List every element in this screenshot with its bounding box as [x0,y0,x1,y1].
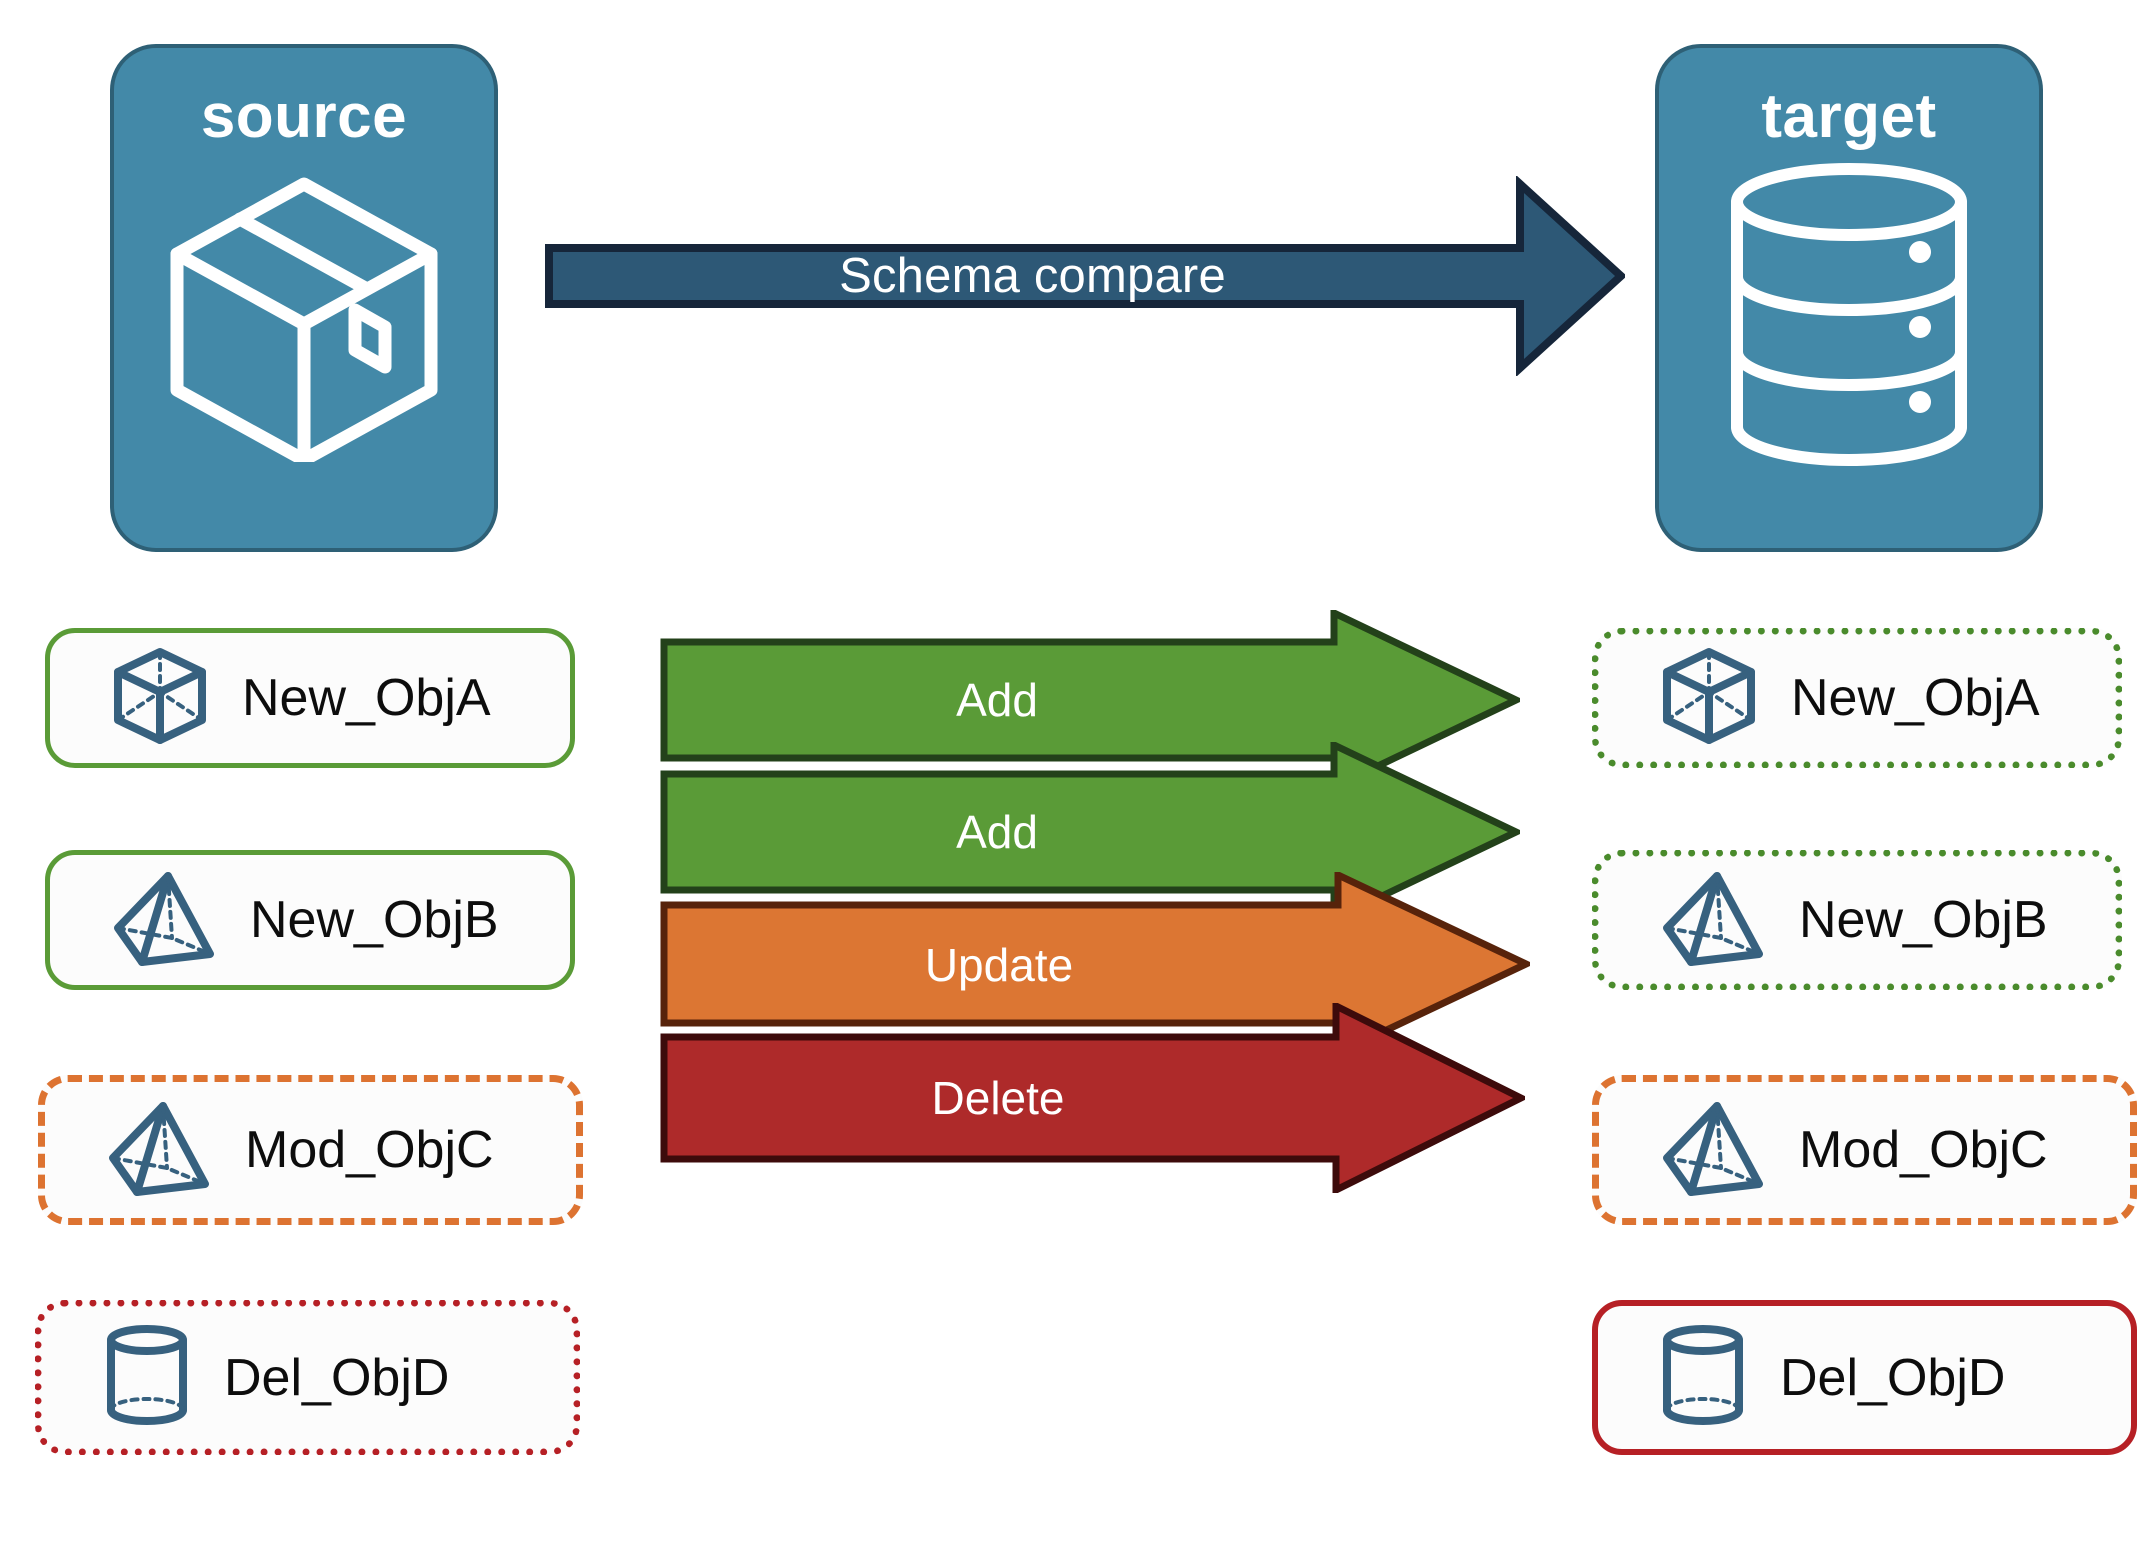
schema-compare-arrow[interactable]: Schema compare [545,174,1627,378]
action-arrow-update-c[interactable]: Update [660,869,1535,1059]
action-arrow-label-update-c: Update [924,938,1074,991]
source-object-label: Mod_ObjC [245,1121,494,1179]
action-arrow-add-b[interactable]: Add [660,739,1525,925]
target-object-card-mod-objc[interactable]: Mod_ObjC [1592,1075,2137,1225]
target-object-label: New_ObjB [1799,891,2048,949]
endpoint-card-source[interactable]: source [110,44,498,552]
action-arrow-add-a[interactable]: Add [660,607,1525,793]
action-arrow-label-delete-d: Delete [931,1072,1065,1124]
target-object-card-new-objb[interactable]: New_ObjB [1592,850,2122,990]
database-cylinder-icon [1724,162,1974,472]
source-title: source [200,82,408,151]
source-object-card-new-objb[interactable]: New_ObjB [45,850,575,990]
wireframe-pyramid-icon [107,1098,211,1203]
source-object-card-new-obja[interactable]: New_ObjA [45,628,575,768]
source-object-card-del-objd[interactable]: Del_ObjD [35,1300,580,1455]
action-arrow-delete-d[interactable]: Delete [660,1000,1529,1196]
endpoint-card-target[interactable]: target [1655,44,2043,552]
target-title: target [1761,82,1937,151]
wireframe-pyramid-icon [112,868,216,973]
package-box-icon [159,162,449,467]
wireframe-cube-icon [1661,646,1757,751]
action-arrow-label-add-a: Add [956,674,1038,726]
wireframe-pyramid-icon [1661,1098,1765,1203]
action-arrow-label-add-b: Add [956,806,1038,858]
wireframe-pyramid-icon [1661,868,1765,973]
source-object-label: New_ObjA [242,669,491,727]
wireframe-cube-icon [112,646,208,751]
schema-compare-arrow-label: Schema compare [839,249,1226,303]
source-object-label: Del_ObjD [224,1348,450,1407]
wireframe-cylinder-icon [104,1325,190,1430]
source-object-card-mod-objc[interactable]: Mod_ObjC [38,1075,583,1225]
source-object-label: New_ObjB [250,891,499,949]
target-object-label: New_ObjA [1791,669,2040,727]
wireframe-cylinder-icon [1660,1325,1746,1430]
target-object-label: Mod_ObjC [1799,1121,2048,1179]
target-object-label: Del_ObjD [1780,1348,2006,1407]
target-object-card-del-objd[interactable]: Del_ObjD [1592,1300,2137,1455]
target-object-card-new-obja[interactable]: New_ObjA [1592,628,2122,768]
